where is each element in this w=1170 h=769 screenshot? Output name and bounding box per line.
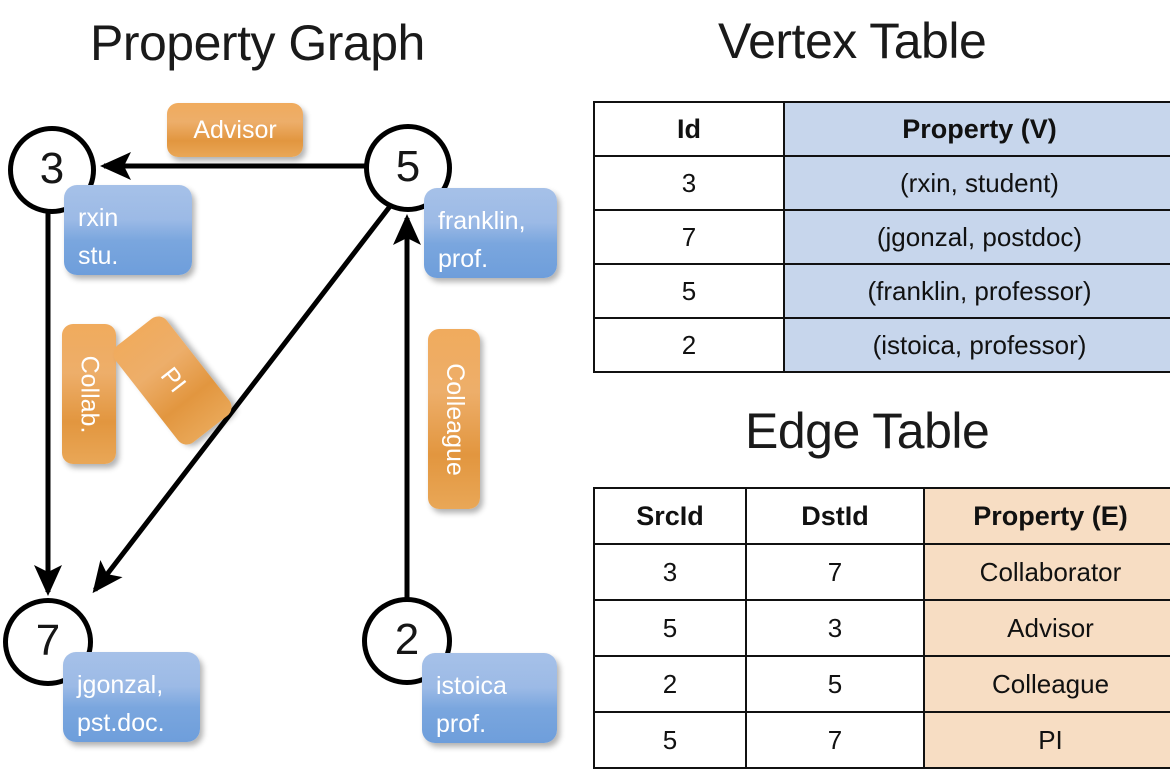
vertex-table-header-row: Id Property (V): [593, 101, 1170, 157]
vertex-property-5-line1: franklin,: [438, 207, 526, 235]
vertex-cell-property: (rxin, student): [783, 155, 1170, 211]
vertex-table-row: 7 (jgonzal, postdoc): [593, 209, 1170, 265]
edge-label-collab: Collab.: [62, 324, 116, 464]
edge-table-row: 5 7 PI: [593, 711, 1170, 769]
edge-cell-dstid: 5: [745, 655, 925, 713]
graph-edges-svg: [33, 151, 422, 598]
edge-label-advisor-text: Advisor: [193, 115, 277, 144]
edge-cell-srcid: 5: [593, 711, 747, 769]
page-title-property-graph: Property Graph: [90, 15, 425, 71]
vertex-property-5-line2: prof.: [438, 245, 489, 273]
edge-table-row: 3 7 Collaborator: [593, 543, 1170, 601]
edge-cell-property: Advisor: [923, 599, 1170, 657]
vertex-cell-id: 7: [593, 209, 785, 265]
vertex-property-box-2: istoica prof.: [422, 653, 557, 743]
vertex-property-box-3: rxin stu.: [64, 185, 192, 275]
vertex-property-7-line2: pst.doc.: [77, 709, 165, 737]
vertex-table-header-property: Property (V): [783, 101, 1170, 157]
edge-cell-srcid: 5: [593, 599, 747, 657]
vertex-table-row: 2 (istoica, professor): [593, 317, 1170, 373]
vertex-table-row: 3 (rxin, student): [593, 155, 1170, 211]
graph-node-5-label: 5: [395, 141, 421, 191]
edge-cell-dstid: 3: [745, 599, 925, 657]
graph-node-2[interactable]: 2: [362, 597, 452, 685]
edge-table-header-srcid: SrcId: [593, 487, 747, 545]
page-title-edge-table: Edge Table: [745, 403, 990, 459]
edge-5-to-7: [92, 203, 393, 594]
vertex-table-header-id: Id: [593, 101, 785, 157]
vertex-cell-property: (jgonzal, postdoc): [783, 209, 1170, 265]
vertex-property-box-7: jgonzal, pst.doc.: [63, 652, 200, 742]
edge-table-header-dstid: DstId: [745, 487, 925, 545]
edge-label-collab-text: Collab.: [75, 355, 104, 433]
vertex-cell-id: 3: [593, 155, 785, 211]
vertex-cell-id: 5: [593, 263, 785, 319]
edge-label-advisor: Advisor: [167, 103, 303, 157]
graph-node-5[interactable]: 5: [364, 124, 452, 212]
edge-label-pi-text: PI: [154, 362, 192, 399]
vertex-property-2-line2: prof.: [436, 710, 487, 738]
graph-node-7-label: 7: [35, 615, 61, 665]
vertex-cell-property: (franklin, professor): [783, 263, 1170, 319]
edge-table-row: 5 3 Advisor: [593, 599, 1170, 657]
vertex-property-7-line1: jgonzal,: [77, 671, 164, 699]
edge-cell-dstid: 7: [745, 711, 925, 769]
edge-cell-property: Collaborator: [923, 543, 1170, 601]
edge-table-header-row: SrcId DstId Property (E): [593, 487, 1170, 545]
edge-cell-dstid: 7: [745, 543, 925, 601]
vertex-property-2-line1: istoica: [436, 672, 507, 700]
edge-cell-srcid: 2: [593, 655, 747, 713]
edge-cell-property: Colleague: [923, 655, 1170, 713]
vertex-table: Id Property (V) 3 (rxin, student) 7 (jgo…: [593, 101, 1170, 373]
vertex-property-3-line1: rxin: [78, 204, 119, 232]
edge-table: SrcId DstId Property (E) 3 7 Collaborato…: [593, 487, 1170, 769]
page-title-vertex-table: Vertex Table: [718, 13, 987, 69]
vertex-property-box-5: franklin, prof.: [424, 188, 557, 278]
edge-table-header-property: Property (E): [923, 487, 1170, 545]
edge-cell-property: PI: [923, 711, 1170, 769]
vertex-property-3-line2: stu.: [78, 242, 119, 270]
edge-table-row: 2 5 Colleague: [593, 655, 1170, 713]
edge-label-colleague: Colleague: [428, 329, 480, 509]
edge-label-colleague-text: Colleague: [440, 362, 469, 476]
graph-node-3-label: 3: [39, 143, 65, 193]
property-graph-canvas: 3 5 7 2 rxin stu. franklin, prof. jgonza…: [0, 0, 585, 760]
vertex-cell-id: 2: [593, 317, 785, 373]
vertex-cell-property: (istoica, professor): [783, 317, 1170, 373]
edge-cell-srcid: 3: [593, 543, 747, 601]
graph-node-2-label: 2: [394, 614, 420, 664]
vertex-table-row: 5 (franklin, professor): [593, 263, 1170, 319]
